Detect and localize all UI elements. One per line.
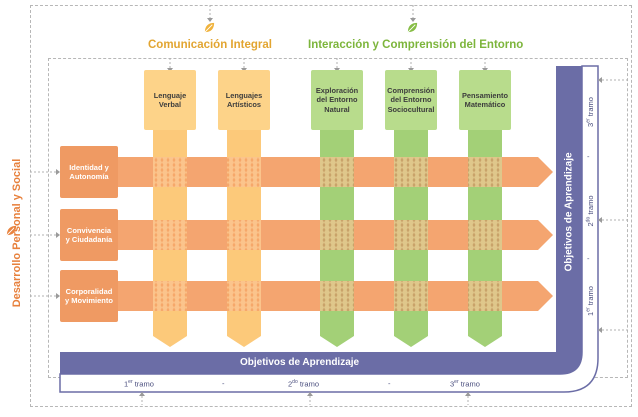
outer-frame (30, 5, 632, 407)
category-comunicacion: Comunicación Integral (148, 39, 272, 51)
row-label-convivencia: Convivencia y Ciudadanía (60, 209, 118, 261)
separator-bottom-2: - (388, 379, 391, 388)
column-head-comprension: Comprensión del Entorno Sociocultural (385, 70, 437, 130)
category-interaccion: Interacción y Comprensión del Entorno (308, 39, 524, 51)
column-label: Pensamiento Matemático (461, 90, 508, 109)
column-label: Comprensión del Entorno Sociocultural (387, 86, 435, 114)
row-label-corporalidad: Corporalidad y Movimiento (60, 270, 118, 322)
row-label-text: Convivencia y Ciudadanía (65, 225, 113, 244)
column-head-pensamiento: Pensamiento Matemático (459, 70, 511, 130)
row-label-text: Corporalidad y Movimiento (65, 286, 113, 305)
leaf-icon-comunicacion (204, 22, 215, 33)
column-label: Lenguaje Verbal (153, 90, 187, 109)
leaf-icon-desarrollo (6, 225, 17, 236)
separator-bottom-1: - (222, 379, 225, 388)
objectives-label-vertical: Objetivos de Aprendizaje (563, 152, 575, 272)
separator-right-2: - (587, 254, 590, 263)
tramo-right-2: 2do tramo (585, 195, 595, 227)
column-label: Exploración del Entorno Natural (315, 86, 359, 114)
tramo-right-3: 3er tramo (585, 97, 595, 127)
row-label-text: Identidad y Autonomía (69, 162, 109, 181)
tramo-bottom-1: 1er tramo (124, 379, 154, 389)
column-label: Lenguajes Artísticos (225, 90, 263, 109)
tramo-bottom-3: 3er tramo (450, 379, 480, 389)
row-label-identidad: Identidad y Autonomía (60, 146, 118, 198)
separator-right-1: - (587, 152, 590, 161)
leaf-icon-interaccion (407, 22, 418, 33)
objectives-label-horizontal: Objetivos de Aprendizaje (240, 357, 360, 368)
objectives-band (59, 65, 599, 393)
tramo-bottom-2: 2do tramo (288, 379, 319, 389)
intersections (153, 157, 502, 311)
tramo-right-1: 1er tramo (585, 286, 595, 316)
column-head-exploracion: Exploración del Entorno Natural (311, 70, 363, 130)
column-head-lenguajes-artisticos: Lenguajes Artísticos (218, 70, 270, 130)
column-head-lenguaje-verbal: Lenguaje Verbal (144, 70, 196, 130)
